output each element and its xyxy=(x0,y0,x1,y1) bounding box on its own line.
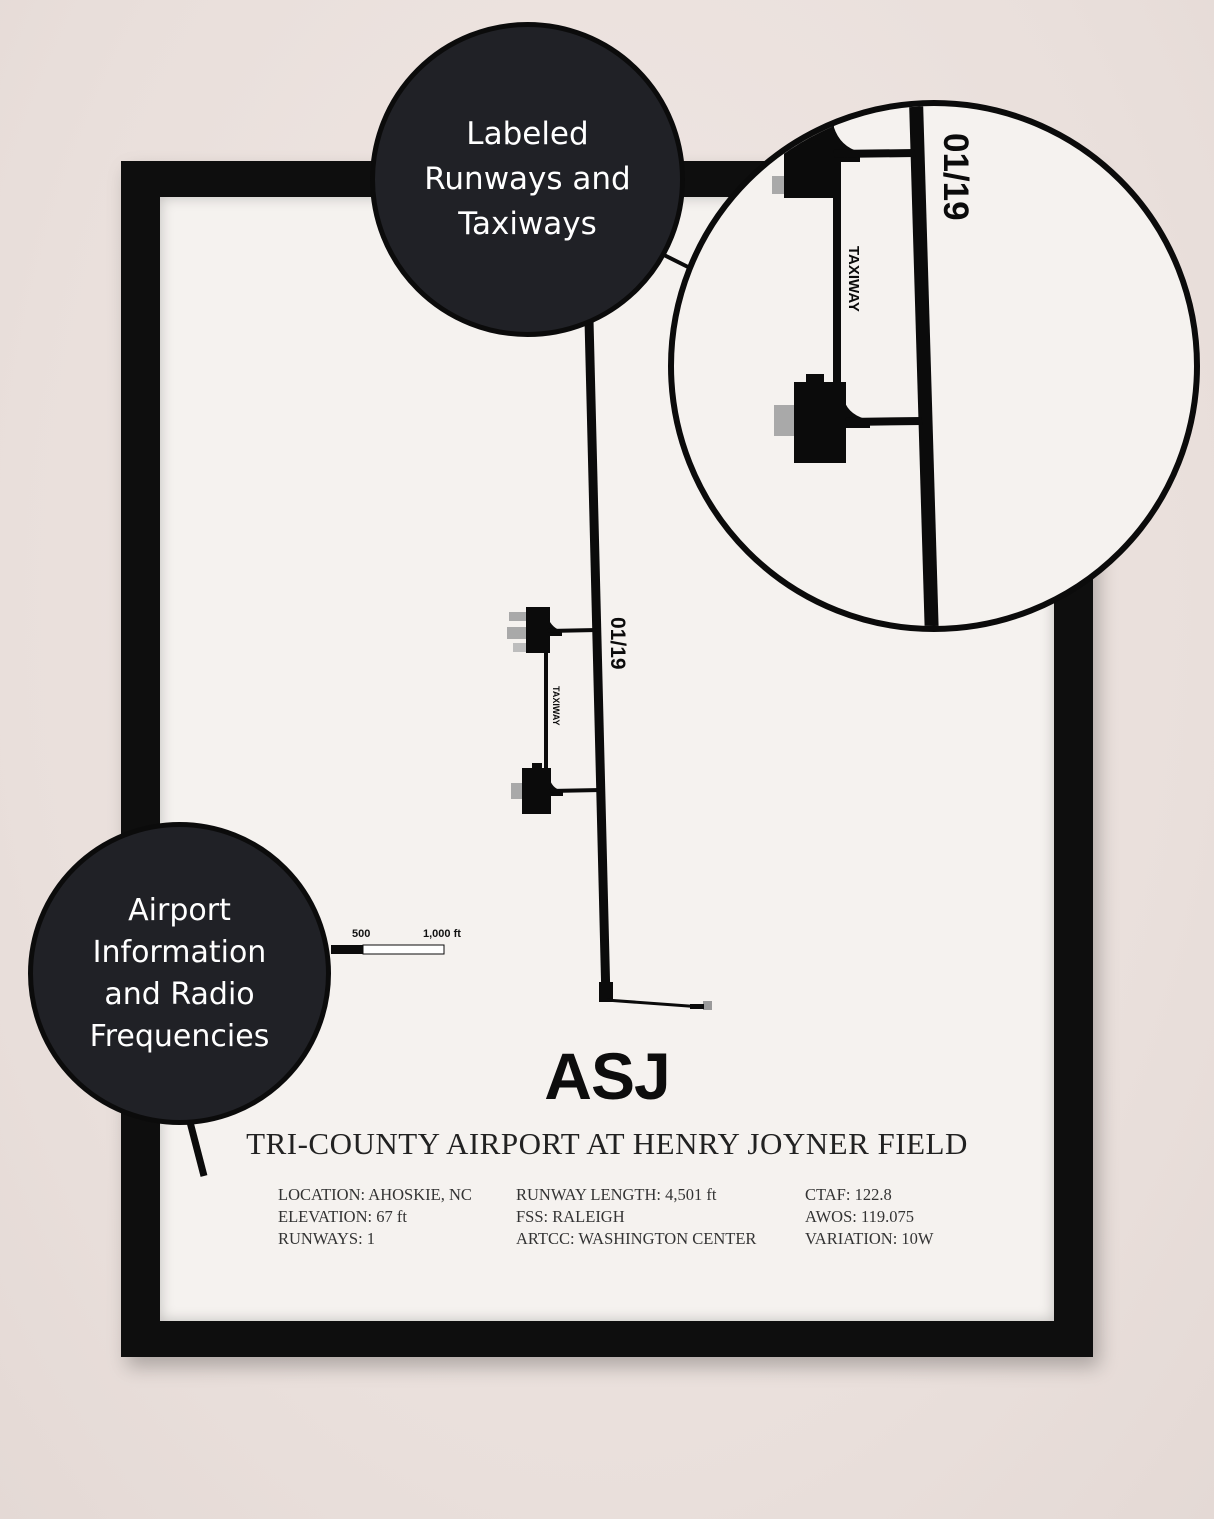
runway-label: 01/19 xyxy=(606,617,629,670)
callout-runways-line-3: Taxiways xyxy=(458,206,597,242)
north-apron-fillet xyxy=(548,618,562,636)
south-hangar-dark xyxy=(690,1004,704,1009)
south-building xyxy=(511,783,522,799)
taxiway-connector-north xyxy=(547,628,598,633)
zoom-south-apron-top xyxy=(806,374,824,384)
zoom-south-connector xyxy=(845,417,923,426)
north-apron xyxy=(526,607,550,653)
north-building-1 xyxy=(509,612,526,621)
zoom-north-building xyxy=(772,176,784,194)
zoom-magnifier xyxy=(668,100,1200,632)
info-fss: FSS: RALEIGH xyxy=(516,1207,625,1226)
zoom-south-apron xyxy=(794,382,846,463)
scale-mid-label: 500 xyxy=(352,928,371,940)
taxiway-south xyxy=(605,998,703,1009)
callout-runways-taxiways: Labeled Runways and Taxiways xyxy=(370,22,685,337)
airport-name: TRI-COUNTY AIRPORT AT HENRY JOYNER FIELD xyxy=(246,1126,968,1161)
zoom-runway-label: 01/19 xyxy=(936,133,975,221)
runway-01-19 xyxy=(584,319,611,1001)
callout-info-line-2: Information xyxy=(92,934,267,970)
south-apron-top xyxy=(532,763,542,769)
callout-info-line-3: and Radio xyxy=(104,976,255,1012)
south-apron-fillet xyxy=(550,780,563,796)
callout-airport-info: Airport Information and Radio Frequencie… xyxy=(28,822,331,1125)
scale-bar-light xyxy=(362,944,445,955)
callout-runways-line-1: Labeled xyxy=(466,116,589,152)
info-variation: VARIATION: 10W xyxy=(805,1229,934,1248)
zoom-north-connector xyxy=(833,149,916,158)
info-runway-length: RUNWAY LENGTH: 4,501 ft xyxy=(516,1185,717,1204)
info-column-3: CTAF: 122.8 AWOS: 119.075 VARIATION: 10W xyxy=(805,1184,933,1250)
taxiway-label: TAXIWAY xyxy=(551,686,561,726)
info-elevation: ELEVATION: 67 ft xyxy=(278,1207,407,1226)
south-apron xyxy=(522,768,551,814)
info-column-2: RUNWAY LENGTH: 4,501 ft FSS: RALEIGH ART… xyxy=(516,1184,756,1250)
zoom-south-building xyxy=(774,405,794,436)
zoom-taxiway-label: TAXIWAY xyxy=(845,246,862,312)
info-runways: RUNWAYS: 1 xyxy=(278,1229,376,1248)
south-hangar xyxy=(703,1001,712,1010)
north-building-2 xyxy=(507,627,526,639)
info-location: LOCATION: AHOSKIE, NC xyxy=(278,1185,472,1204)
callout-connector-top xyxy=(663,253,691,270)
zoom-runway xyxy=(909,106,939,626)
scale-end-label: 1,000 ft xyxy=(423,928,461,940)
runway-end-pad xyxy=(599,982,613,1002)
north-building-3 xyxy=(513,643,526,652)
airport-code: ASJ xyxy=(544,1039,670,1113)
taxiway-connector-south xyxy=(549,788,602,793)
callout-connector-bottom xyxy=(186,1121,208,1177)
info-awos: AWOS: 119.075 xyxy=(805,1207,914,1226)
info-column-1: LOCATION: AHOSKIE, NC ELEVATION: 67 ft R… xyxy=(278,1184,472,1250)
info-ctaf: CTAF: 122.8 xyxy=(805,1185,892,1204)
callout-info-line-1: Airport xyxy=(128,892,231,928)
zoom-north-apron xyxy=(784,106,834,198)
info-artcc: ARTCC: WASHINGTON CENTER xyxy=(516,1229,757,1248)
scale-bar-dark xyxy=(331,945,363,954)
callout-runways-line-2: Runways and xyxy=(424,161,631,197)
callout-info-line-4: Frequencies xyxy=(89,1018,270,1054)
